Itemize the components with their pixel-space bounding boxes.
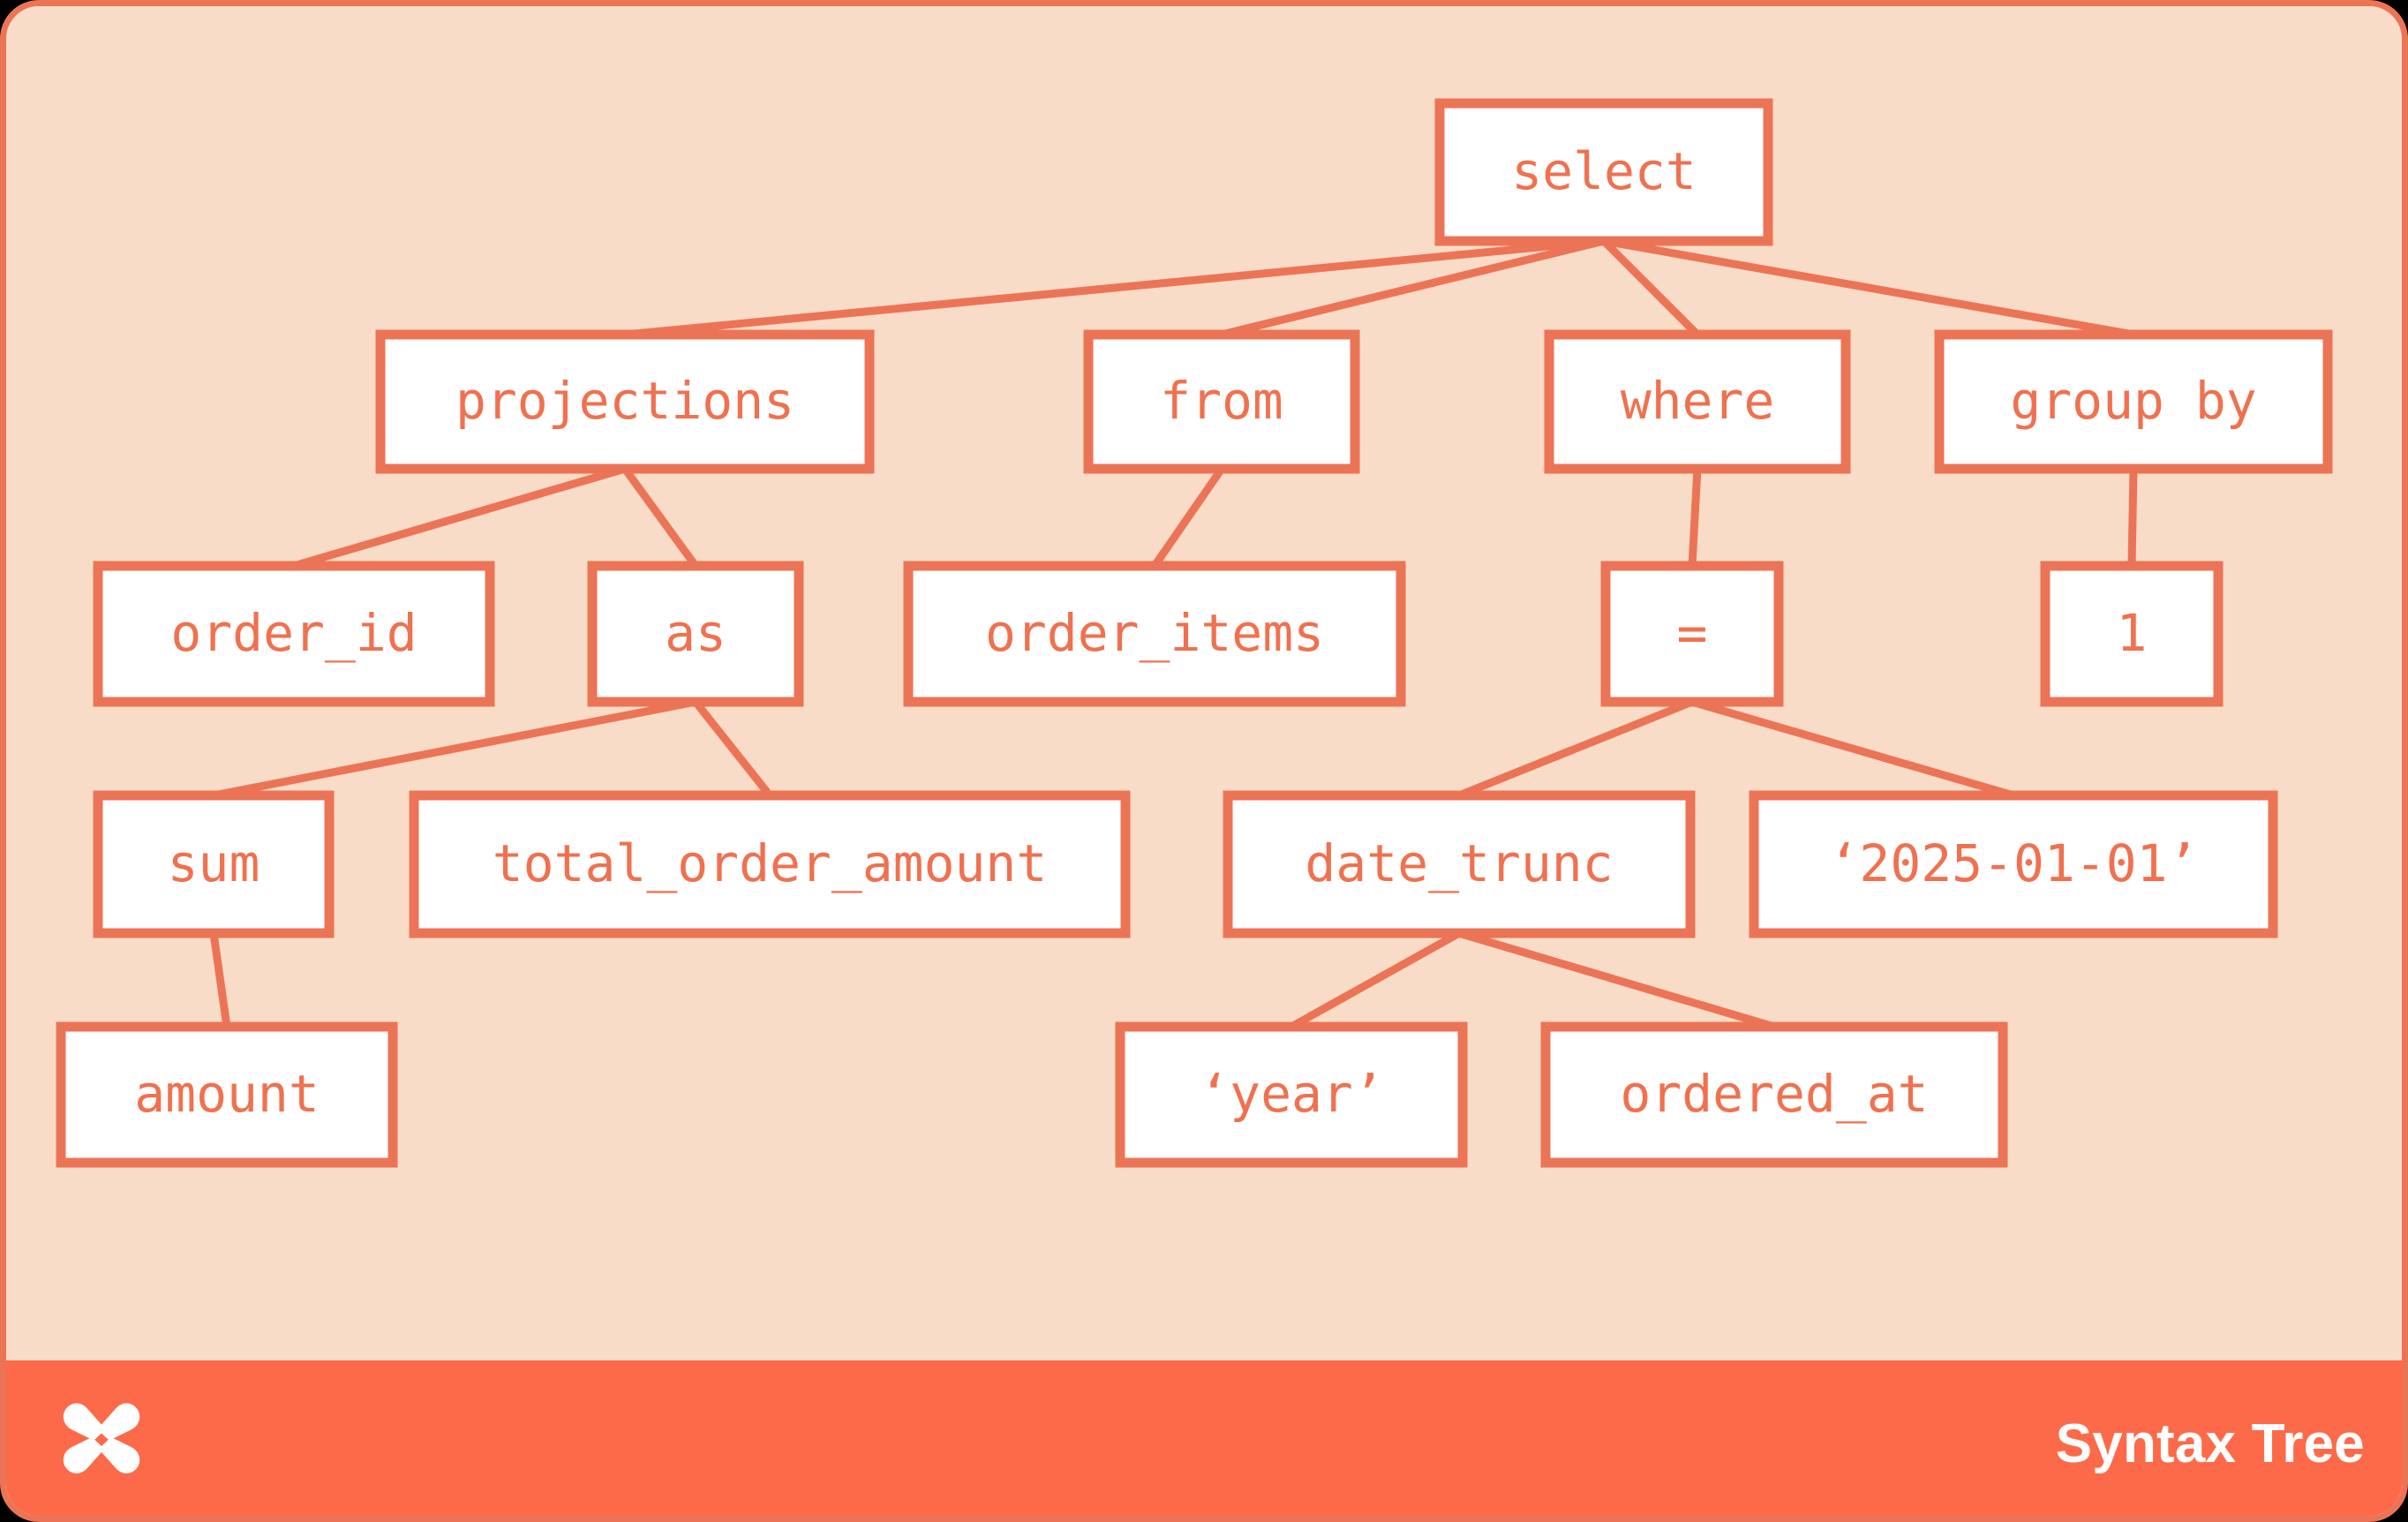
node-box <box>56 1021 398 1168</box>
node-box <box>587 561 804 707</box>
node-label: select <box>1511 141 1697 201</box>
footer-title: Syntax Tree <box>2055 1413 2365 1474</box>
tree-edge <box>624 237 1605 339</box>
node-box <box>1540 1021 2008 1168</box>
tree-node-from[interactable]: from <box>1083 329 1360 474</box>
tree-edge <box>2127 468 2138 567</box>
node-box <box>1434 98 1773 246</box>
node-box <box>375 329 875 474</box>
tree-node-group_by[interactable]: group by <box>1934 329 2333 474</box>
tree-node-date_trunc[interactable]: date_trunc <box>1223 790 1696 938</box>
node-label: ‘2025-01-01’ <box>1828 833 2198 893</box>
tree-canvas: select projections from where group by order_… <box>6 6 2402 1360</box>
node-label: where <box>1621 371 1775 431</box>
tree-edge <box>1220 237 1606 339</box>
node-label: ordered_at <box>1620 1064 1928 1124</box>
node-box <box>1934 329 2333 474</box>
tree-node-projections[interactable]: projections <box>375 329 875 474</box>
tree-edge <box>1690 697 2015 800</box>
syntax-tree-graph: select projections from where group by order_… <box>56 98 2333 1168</box>
tree-node-order_items[interactable]: order_items <box>903 561 1406 707</box>
node-box <box>93 561 495 707</box>
tree-node-ordered_at[interactable]: ordered_at <box>1540 1021 2008 1168</box>
tree-edge <box>1603 237 2134 339</box>
node-label: order_id <box>170 603 417 663</box>
tree-edge <box>209 932 231 1028</box>
tree-edge <box>292 464 627 570</box>
node-label: projections <box>455 371 794 431</box>
tree-node-one[interactable]: 1 <box>2040 561 2224 707</box>
tree-node-select[interactable]: select <box>1434 98 1773 246</box>
footer-bar: Syntax Tree <box>6 1360 2402 1516</box>
tree-node-amount[interactable]: amount <box>56 1021 398 1168</box>
node-label: order_items <box>985 603 1324 663</box>
node-box <box>1749 790 2278 938</box>
tree-node-sum[interactable]: sum <box>93 790 335 938</box>
node-label: date_trunc <box>1305 833 1613 893</box>
tree-node-eq[interactable]: = <box>1600 561 1784 707</box>
node-box <box>409 790 1131 938</box>
tree-edge <box>1457 697 1694 800</box>
node-label: group by <box>2010 371 2256 431</box>
node-label: = <box>1677 603 1708 663</box>
tree-node-order_id[interactable]: order_id <box>93 561 495 707</box>
node-box <box>1600 561 1784 707</box>
node-label: as <box>665 603 726 663</box>
node-label: total_order_amount <box>493 833 1048 893</box>
x-star-logo-icon <box>63 1403 140 1473</box>
tree-edge <box>692 699 773 798</box>
node-box <box>1223 790 1696 938</box>
node-layer: select projections from where group by order_… <box>56 98 2333 1168</box>
tree-node-total_order_amount[interactable]: total_order_amount <box>409 790 1131 938</box>
tree-edge <box>1289 930 1462 1030</box>
tree-node-date_literal[interactable]: ‘2025-01-01’ <box>1749 790 2278 938</box>
node-box <box>1544 329 1851 474</box>
node-label: ‘year’ <box>1199 1064 1384 1124</box>
tree-edge <box>1600 237 1701 338</box>
node-label: from <box>1160 371 1283 431</box>
node-box <box>2040 561 2224 707</box>
tree-node-where[interactable]: where <box>1544 329 1851 474</box>
tree-edge <box>213 697 696 800</box>
node-box <box>1115 1021 1468 1168</box>
tree-edge <box>621 466 699 569</box>
tree-node-as[interactable]: as <box>587 561 804 707</box>
tree-edge <box>1688 468 1702 567</box>
tree-edge <box>1457 929 1776 1031</box>
node-box <box>903 561 1406 707</box>
node-label: sum <box>168 833 260 893</box>
tree-node-year_literal[interactable]: ‘year’ <box>1115 1021 1468 1168</box>
node-box <box>93 790 335 938</box>
node-box <box>1083 329 1360 474</box>
node-label: amount <box>134 1064 320 1124</box>
node-label: 1 <box>2117 603 2148 663</box>
edge-layer <box>209 237 2138 1031</box>
tree-edge <box>1151 466 1225 569</box>
